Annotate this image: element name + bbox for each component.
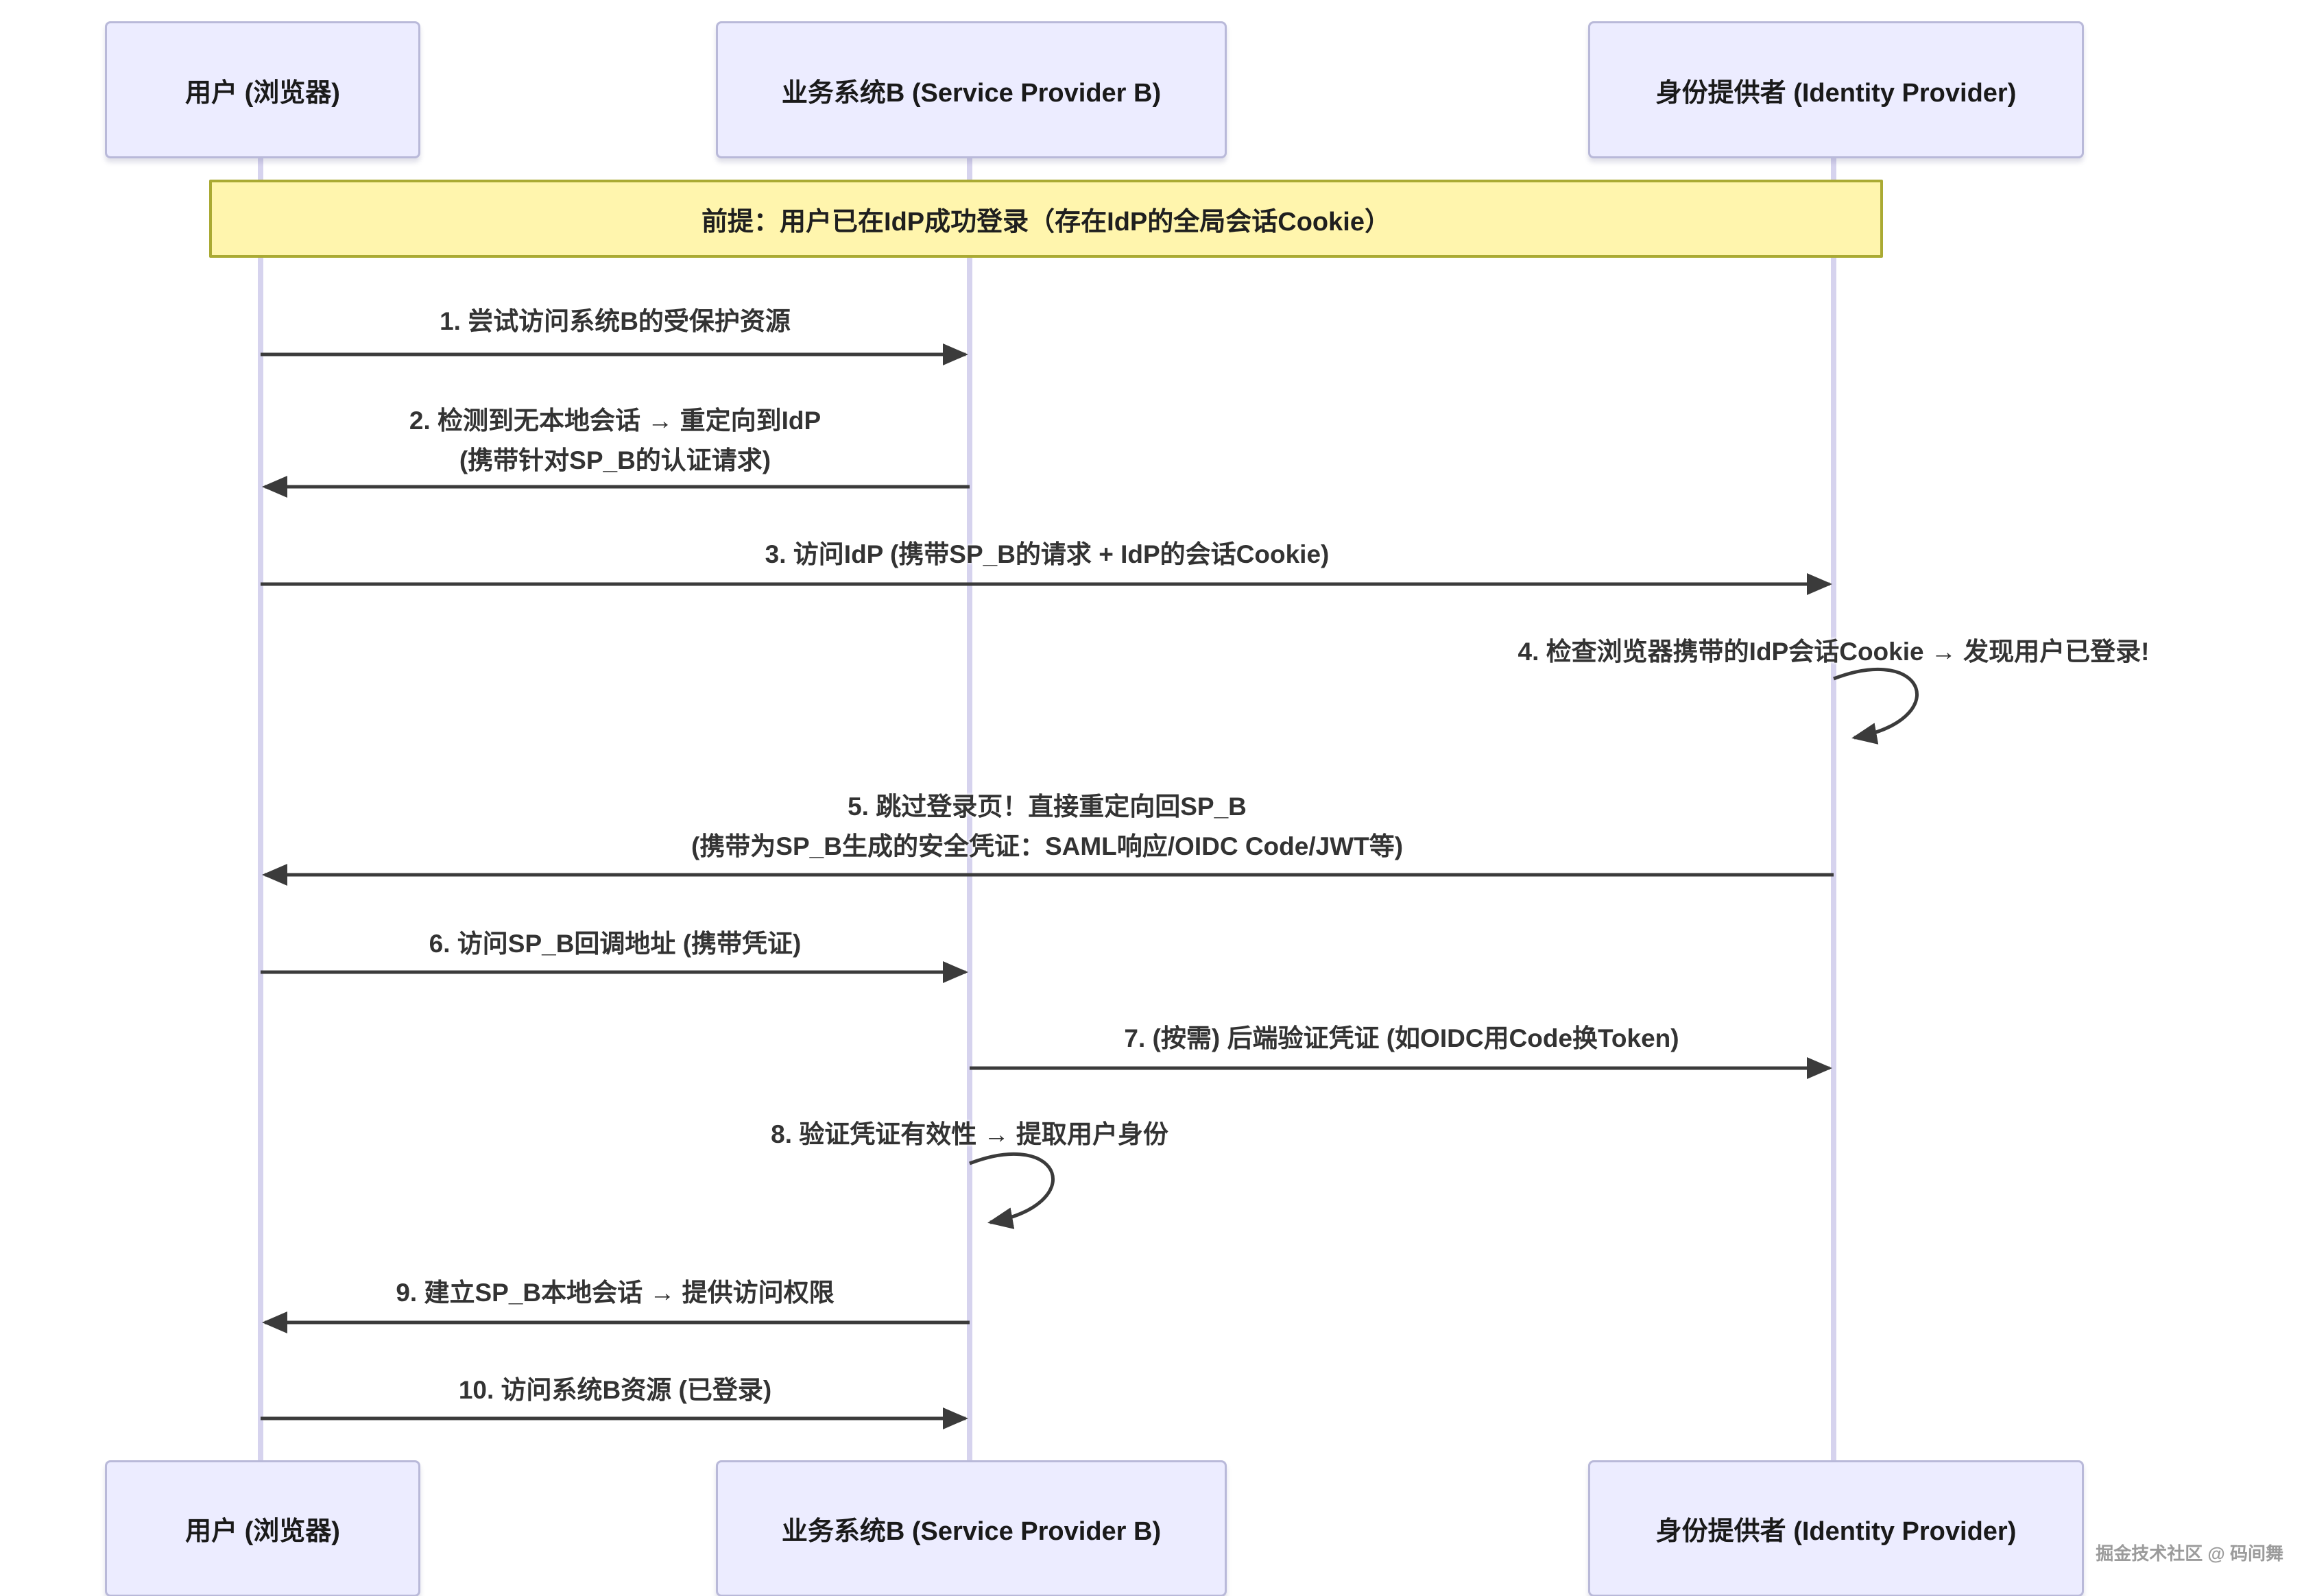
actor-user-bottom: 用户 (浏览器): [105, 1460, 420, 1596]
precondition-note: 前提：用户已在IdP成功登录（存在IdP的全局会话Cookie）: [209, 180, 1883, 258]
watermark: 掘金技术社区 @ 码间舞: [2096, 1543, 2283, 1564]
message-2-label: 2. 检测到无本地会话 → 重定向到IdP (携带针对SP_B的认证请求): [409, 401, 821, 481]
message-8-label: 8. 验证凭证有效性 → 提取用户身份: [771, 1120, 1168, 1148]
message-3-label: 3. 访问IdP (携带SP_B的请求 + IdP的会话Cookie): [765, 540, 1330, 568]
actor-user-top: 用户 (浏览器): [105, 21, 420, 158]
message-5-line-2: (携带为SP_B生成的安全凭证：SAML响应/OIDC Code/JWT等): [691, 832, 1404, 860]
actor-identity-provider-top: 身份提供者 (Identity Provider): [1588, 21, 2084, 158]
message-7-label: 7. (按需) 后端验证凭证 (如OIDC用Code换Token): [1124, 1024, 1679, 1052]
actor-service-provider-b-bottom: 业务系统B (Service Provider B): [716, 1460, 1227, 1596]
actor-service-provider-b-top: 业务系统B (Service Provider B): [716, 21, 1227, 158]
message-1-label: 1. 尝试访问系统B的受保护资源: [440, 307, 791, 335]
self-loop-4-idp: [1833, 667, 1919, 745]
message-5-label: 5. 跳过登录页！直接重定向回SP_B (携带为SP_B生成的安全凭证：SAML…: [691, 787, 1403, 867]
message-6-label: 6. 访问SP_B回调地址 (携带凭证): [429, 930, 802, 958]
message-5-line-1: 5. 跳过登录页！直接重定向回SP_B: [848, 793, 1247, 821]
message-10-label: 10. 访问系统B资源 (已登录): [458, 1376, 772, 1404]
message-2-line-2: (携带针对SP_B的认证请求): [459, 446, 771, 474]
message-9-label: 9. 建立SP_B本地会话 → 提供访问权限: [396, 1279, 835, 1307]
message-4-label: 4. 检查浏览器携带的IdP会话Cookie → 发现用户已登录!: [1518, 638, 2150, 666]
message-2-line-1: 2. 检测到无本地会话 → 重定向到IdP: [409, 407, 821, 435]
actor-identity-provider-bottom: 身份提供者 (Identity Provider): [1588, 1460, 2084, 1596]
self-loop-8-spb: [969, 1152, 1055, 1229]
